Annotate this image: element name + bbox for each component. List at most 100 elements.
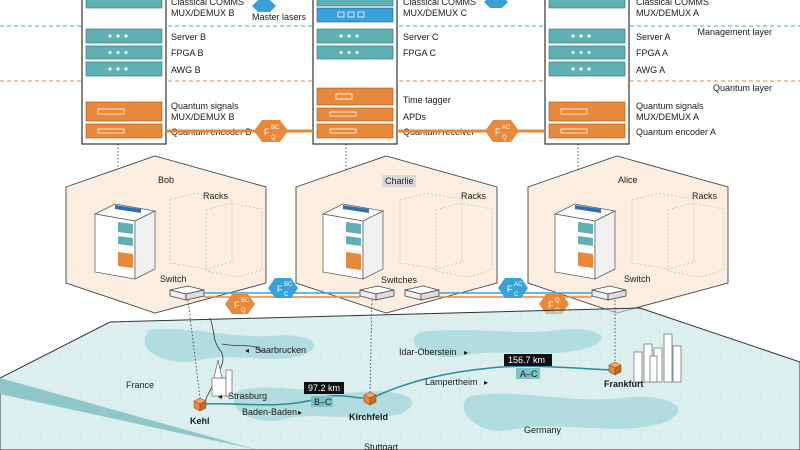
- label-kirchfeld: Kirchfeld: [349, 412, 388, 422]
- label-saarbrucken-marker: ◂: [245, 346, 249, 355]
- charlie-fpga-label: FPGA C: [403, 48, 437, 58]
- svg-text:Q: Q: [271, 135, 276, 141]
- svg-text:Racks: Racks: [692, 191, 718, 201]
- fiber-label-q-bc: F BC Q: [254, 120, 288, 142]
- svg-text:C: C: [514, 292, 519, 298]
- label-france: France: [126, 380, 154, 390]
- alice-fpga-label: FPGA A: [636, 48, 668, 58]
- server-unit: [548, 28, 626, 44]
- node-bob: Bob Racks Switch: [65, 155, 267, 314]
- rack-bob: [81, 0, 167, 145]
- svg-text:F: F: [277, 284, 283, 294]
- node-charlie: Charlie Racks Switches: [295, 155, 498, 314]
- svg-text:BC: BC: [284, 282, 293, 288]
- switch-charlie-2: [404, 285, 440, 301]
- alice-qmux-label-1: Quantum signals: [636, 101, 704, 111]
- charlie-classical-label-2: MUX/DEMUX C: [403, 8, 468, 18]
- svg-text:F: F: [495, 127, 501, 137]
- apds-unit: [316, 107, 394, 122]
- alice-server-label: Server A: [636, 32, 671, 42]
- svg-text:AC: AC: [502, 125, 511, 131]
- quantum-receiver-unit: [316, 123, 394, 139]
- frankfurt-skyline-icon: [633, 333, 682, 383]
- apds-label: APDs: [403, 112, 427, 122]
- svg-text:Q: Q: [241, 308, 246, 314]
- master-lasers-unit: [316, 7, 394, 23]
- baden-marker: ▸: [298, 408, 302, 417]
- svg-text:Q: Q: [502, 135, 507, 141]
- svg-text:97.2 km: 97.2 km: [308, 383, 340, 393]
- charlie-server-label: Server C: [403, 32, 439, 42]
- label-frankfurt: Frankfurt: [604, 379, 644, 389]
- svg-text:Bob: Bob: [158, 175, 174, 185]
- charlie-classical-label-1: Classical COMMS: [403, 0, 476, 7]
- distance-badge-bc: 97.2 km B–C: [304, 382, 344, 407]
- strasburg-marker: ◂: [218, 392, 222, 401]
- lampertheim-marker: ▸: [484, 378, 488, 387]
- rack-alice: [544, 0, 630, 145]
- label-kehl: Kehl: [190, 416, 210, 426]
- time-tagger-unit: [316, 87, 394, 106]
- kehl-marker-icon: [193, 397, 207, 412]
- idar-marker: ▸: [464, 348, 468, 357]
- fpga-unit: [316, 45, 394, 60]
- bob-server-label: Server B: [171, 32, 206, 42]
- distance-badge-ac: 156.7 km A–C: [504, 354, 552, 379]
- fpga-unit: [85, 45, 163, 60]
- frankfurt-marker-icon: [608, 361, 622, 376]
- svg-text:B–C: B–C: [314, 397, 332, 407]
- svg-text:Alice: Alice: [618, 175, 638, 185]
- fiber-hex-icon: [252, 0, 276, 12]
- alice-qmux-label-2: MUX/DEMUX A: [636, 112, 699, 122]
- awg-unit: [85, 61, 163, 77]
- server-unit: [85, 28, 163, 44]
- node-alice: Alice Racks Switch: [527, 155, 729, 314]
- svg-text:BC: BC: [241, 298, 250, 304]
- strasburg-cathedral-icon: [211, 359, 233, 397]
- fiber-hex-icon: [484, 0, 508, 8]
- management-layer-label: Management layer: [697, 27, 772, 37]
- svg-text:F: F: [264, 127, 270, 137]
- svg-text:Switch: Switch: [160, 274, 187, 284]
- classical-comms-unit: [85, 0, 163, 9]
- bob-qmux-label-2: MUX/DEMUX B: [171, 112, 235, 122]
- bob-classical-label-2: MUX/DEMUX B: [171, 8, 235, 18]
- label-idar: Idar-Oberstein: [399, 347, 457, 357]
- bob-classical-label-1: Classical COMMS: [171, 0, 244, 7]
- alice-classical-label-1: Classical COMMS: [636, 0, 709, 7]
- time-tagger-label: Time tagger: [403, 95, 451, 105]
- switch-alice: [591, 285, 627, 301]
- svg-text:Switch: Switch: [624, 274, 651, 284]
- fiber-label-q-ac: F AC Q: [485, 120, 519, 142]
- alice-encoder-label: Quantum encoder A: [636, 127, 716, 137]
- bob-fpga-label: FPGA B: [171, 48, 204, 58]
- label-saarbrucken: Saarbrucken: [255, 345, 306, 355]
- svg-text:A–C: A–C: [520, 369, 538, 379]
- svg-text:AC: AC: [514, 282, 523, 288]
- svg-text:Switches: Switches: [381, 275, 418, 285]
- svg-text:Charlie: Charlie: [385, 176, 414, 186]
- label-stuttgart: Stuttgart: [364, 442, 399, 450]
- map: [0, 299, 800, 450]
- svg-text:156.7 km: 156.7 km: [508, 355, 545, 365]
- switch-charlie-1: [359, 285, 395, 301]
- label-germany: Germany: [524, 425, 562, 435]
- alice-classical-label-2: MUX/DEMUX A: [636, 8, 699, 18]
- switch-bob: [169, 285, 205, 301]
- fiber-label-q-bc-ground: F BC Q: [225, 294, 255, 314]
- svg-text:Racks: Racks: [203, 191, 229, 201]
- svg-text:Q: Q: [555, 298, 560, 304]
- bob-qmux-label-1: Quantum signals: [171, 101, 239, 111]
- svg-text:Racks: Racks: [461, 191, 487, 201]
- svg-text:F: F: [507, 284, 513, 294]
- label-lampertheim: Lampertheim: [425, 377, 478, 387]
- master-lasers-label: Master lasers: [252, 12, 307, 22]
- fiber-label-c-bc: F BC C: [268, 278, 298, 298]
- awg-unit: [548, 61, 626, 77]
- label-strasburg: Strasburg: [228, 391, 267, 401]
- fiber-label-c-ac: F AC C: [498, 278, 528, 298]
- fpga-unit: [548, 45, 626, 60]
- svg-text:C: C: [284, 292, 289, 298]
- svg-text:F: F: [234, 300, 240, 310]
